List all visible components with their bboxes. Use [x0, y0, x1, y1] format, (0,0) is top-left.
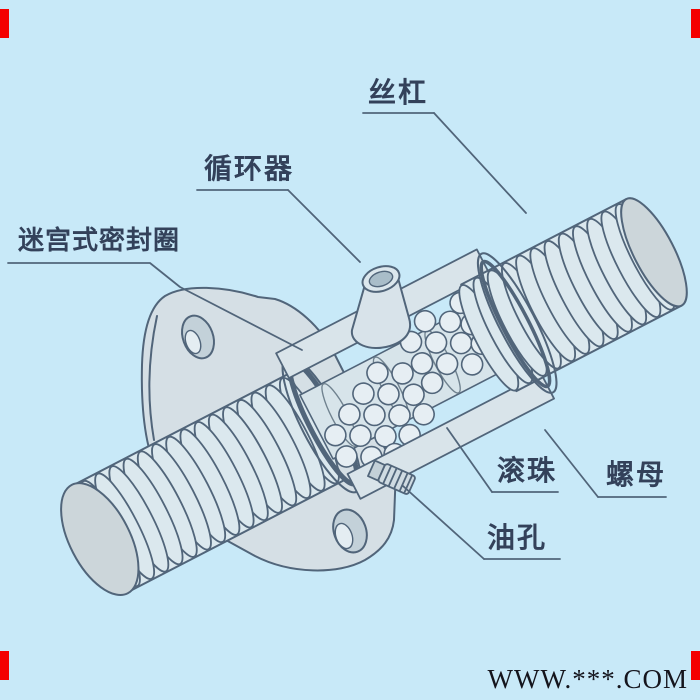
ball: [377, 382, 400, 406]
ball: [449, 331, 473, 355]
ball: [349, 424, 372, 448]
leader-line: [402, 485, 485, 560]
ball: [388, 404, 411, 427]
ball: [435, 352, 459, 376]
label-circulator: 循环器: [204, 152, 295, 185]
ball: [391, 362, 414, 385]
leader-line: [446, 427, 493, 493]
red-edge-mark-top-left: [0, 9, 9, 38]
ball: [402, 383, 425, 407]
ball: [410, 352, 434, 375]
label-labyrinth-seal: 迷宫式密封圈: [18, 226, 181, 256]
ball: [335, 445, 358, 468]
leader-line: [287, 189, 361, 263]
ball: [324, 423, 347, 447]
red-edge-mark-top-right: [691, 9, 700, 38]
flange-bolt-hole-lower: [332, 508, 368, 554]
red-edge-mark-bottom-right: [691, 651, 700, 680]
ball: [420, 371, 444, 395]
ball: [412, 402, 435, 426]
leader-line: [433, 112, 527, 214]
ball: [438, 310, 462, 334]
ball: [338, 403, 361, 426]
shaft-end-face: [60, 482, 140, 596]
ball: [363, 403, 386, 427]
watermark-text: WWW.***.COM: [487, 664, 688, 694]
label-screw-shaft: 丝杠: [368, 76, 429, 109]
leader-line: [7, 262, 303, 351]
circulator-tube: [350, 265, 411, 349]
ball: [352, 382, 375, 405]
shaft-end-face: [620, 197, 688, 308]
label-balls: 滚珠: [497, 454, 558, 487]
label-oil-hole: 油孔: [487, 521, 548, 554]
ball: [460, 353, 484, 376]
flange-thickness-edge: [148, 315, 158, 441]
label-nut: 螺母: [606, 458, 667, 491]
ball: [366, 361, 389, 385]
ball: [424, 331, 448, 354]
leader-line: [544, 429, 599, 498]
leader-lines: [7, 112, 667, 560]
ball: [413, 309, 437, 333]
red-edge-mark-bottom-left: [0, 651, 9, 680]
flange-bolt-hole-upper: [181, 314, 215, 360]
